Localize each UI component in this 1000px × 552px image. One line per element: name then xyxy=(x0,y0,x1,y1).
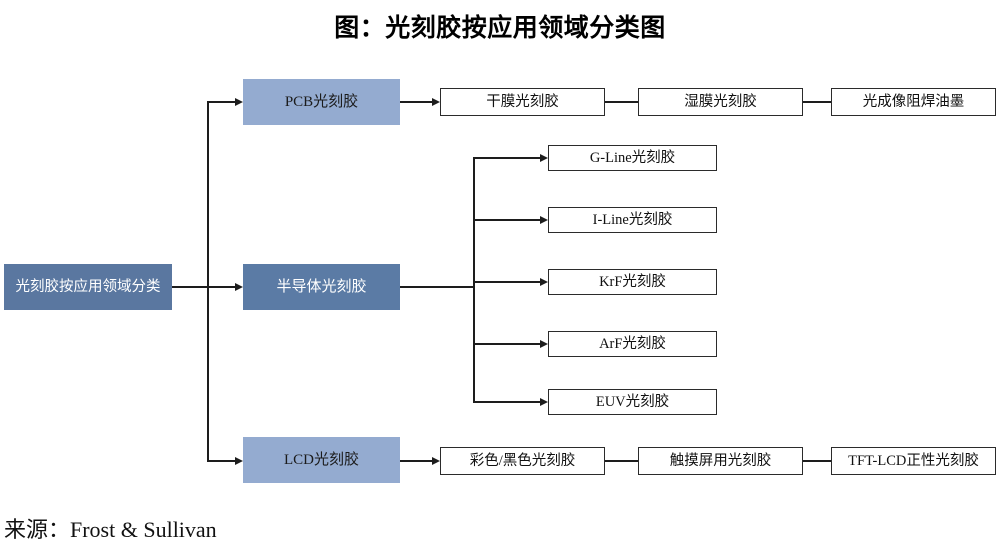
connector-semiconductor-trunk xyxy=(473,158,475,402)
node-leaf-semi-5-label: EUV光刻胶 xyxy=(595,393,670,410)
node-leaf-pcb-2-label: 湿膜光刻胶 xyxy=(684,93,757,110)
page-title: 图：光刻胶按应用领域分类图 xyxy=(334,15,666,42)
node-category-semiconductor[interactable]: 半导体光刻胶 xyxy=(243,264,400,310)
connector-semi-to-child-5 xyxy=(473,401,541,403)
node-category-lcd-label: LCD光刻胶 xyxy=(283,451,359,468)
node-leaf-pcb-1-label: 干膜光刻胶 xyxy=(486,93,559,110)
connector-lcd-child-1-to-2 xyxy=(605,460,639,462)
arrowhead-to-semiconductor xyxy=(235,282,243,291)
node-leaf-pcb-3[interactable]: 光成像阻焊油墨 xyxy=(831,88,996,116)
arrowhead-semi-child-4 xyxy=(540,339,548,348)
arrowhead-semi-child-3 xyxy=(540,277,548,286)
connector-semiconductor-stem xyxy=(400,286,474,288)
node-leaf-pcb-1[interactable]: 干膜光刻胶 xyxy=(440,88,605,116)
node-leaf-semi-2[interactable]: I-Line光刻胶 xyxy=(548,207,717,233)
node-leaf-semi-1[interactable]: G-Line光刻胶 xyxy=(548,145,717,171)
node-leaf-pcb-2[interactable]: 湿膜光刻胶 xyxy=(638,88,803,116)
connector-to-lcd xyxy=(207,460,236,462)
connector-semi-to-child-4 xyxy=(473,343,541,345)
node-leaf-lcd-1-label: 彩色/黑色光刻胶 xyxy=(469,452,576,469)
connector-root-stem xyxy=(172,286,209,288)
arrowhead-to-pcb xyxy=(235,97,243,106)
node-leaf-semi-1-label: G-Line光刻胶 xyxy=(589,149,676,166)
node-category-pcb-label: PCB光刻胶 xyxy=(284,93,359,110)
node-leaf-semi-5[interactable]: EUV光刻胶 xyxy=(548,389,717,415)
node-leaf-semi-2-label: I-Line光刻胶 xyxy=(592,211,673,228)
node-leaf-lcd-3[interactable]: TFT-LCD正性光刻胶 xyxy=(831,447,996,475)
arrowhead-semi-child-5 xyxy=(540,397,548,406)
node-leaf-semi-4[interactable]: ArF光刻胶 xyxy=(548,331,717,357)
arrowhead-semi-child-2 xyxy=(540,215,548,224)
connector-pcb-child-1-to-2 xyxy=(605,101,639,103)
node-leaf-lcd-3-label: TFT-LCD正性光刻胶 xyxy=(848,452,979,469)
node-leaf-semi-3[interactable]: KrF光刻胶 xyxy=(548,269,717,295)
node-leaf-lcd-2-label: 触摸屏用光刻胶 xyxy=(669,452,772,469)
node-category-lcd[interactable]: LCD光刻胶 xyxy=(243,437,400,483)
connector-main-trunk xyxy=(207,102,209,462)
arrowhead-semi-child-1 xyxy=(540,153,548,162)
node-leaf-pcb-3-label: 光成像阻焊油墨 xyxy=(862,93,965,110)
node-root-label: 光刻胶按应用领域分类 xyxy=(15,278,161,295)
arrowhead-lcd-child-1 xyxy=(432,456,440,465)
connector-to-semiconductor xyxy=(207,286,236,288)
connector-semi-to-child-2 xyxy=(473,219,541,221)
connector-to-pcb xyxy=(207,101,236,103)
source-note: 来源：Frost & Sullivan xyxy=(4,517,217,542)
node-category-semiconductor-label: 半导体光刻胶 xyxy=(276,278,367,295)
node-leaf-lcd-1[interactable]: 彩色/黑色光刻胶 xyxy=(440,447,605,475)
connector-pcb-to-child-1 xyxy=(400,101,433,103)
node-leaf-semi-3-label: KrF光刻胶 xyxy=(599,273,666,290)
arrowhead-pcb-child-1 xyxy=(432,97,440,106)
node-root[interactable]: 光刻胶按应用领域分类 xyxy=(4,264,172,310)
connector-semi-to-child-3 xyxy=(473,281,541,283)
connector-lcd-to-child-1 xyxy=(400,460,433,462)
arrowhead-to-lcd xyxy=(235,456,243,465)
connector-semi-to-child-1 xyxy=(473,157,541,159)
node-category-pcb[interactable]: PCB光刻胶 xyxy=(243,79,400,125)
node-leaf-semi-4-label: ArF光刻胶 xyxy=(599,335,666,352)
connector-lcd-child-2-to-3 xyxy=(803,460,832,462)
node-leaf-lcd-2[interactable]: 触摸屏用光刻胶 xyxy=(638,447,803,475)
connector-pcb-child-2-to-3 xyxy=(803,101,832,103)
